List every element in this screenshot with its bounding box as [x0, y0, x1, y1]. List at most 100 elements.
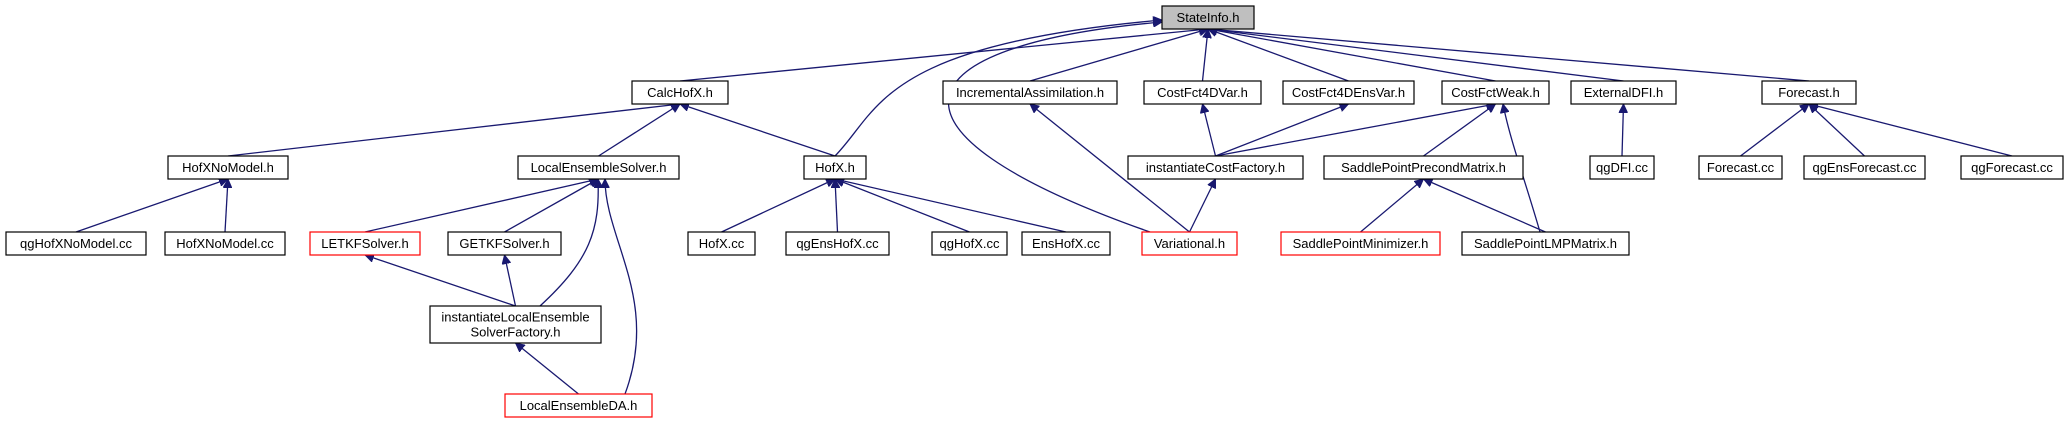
- node-hofxnomodel_cc[interactable]: HofXNoModel.cc: [164, 231, 286, 256]
- node-localensemblesolver[interactable]: LocalEnsembleSolver.h: [517, 155, 680, 180]
- node-label: Forecast.cc: [1707, 160, 1775, 175]
- edge-localensemblesolver-to-calchofx: [598, 103, 681, 157]
- node-box: [167, 155, 289, 180]
- node-variational[interactable]: Variational.h: [1141, 231, 1238, 256]
- node-label: CostFctWeak.h: [1451, 85, 1540, 100]
- edge-calchofx-to-stateinfo: [679, 29, 1208, 82]
- node-qgensforecast[interactable]: qgEnsForecast.cc: [1803, 155, 1926, 180]
- node-label: StateInfo.h: [1177, 10, 1240, 25]
- node-instcostfactory[interactable]: instantiateCostFactory.h: [1127, 155, 1304, 180]
- node-label: HofXNoModel.cc: [176, 236, 274, 251]
- node-box: [785, 231, 890, 256]
- node-saddlepointlmp[interactable]: SaddlePointLMPMatrix.h: [1461, 231, 1630, 256]
- node-letkf[interactable]: LETKFSolver.h: [309, 231, 421, 256]
- node-box: [309, 231, 421, 256]
- node-qghofxnomodel[interactable]: qgHofXNoModel.cc: [5, 231, 147, 256]
- edge-hofx_h-to-calchofx: [680, 104, 836, 157]
- node-box: [687, 231, 756, 256]
- edge-instlocalens-to-localensemblesolver: [539, 179, 598, 307]
- node-box: [1141, 231, 1238, 256]
- node-box: [931, 231, 1008, 256]
- node-saddlepointmin[interactable]: SaddlePointMinimizer.h: [1280, 231, 1441, 256]
- edge-costfct4densvar-to-stateinfo: [1208, 29, 1349, 82]
- node-label: SaddlePointPrecondMatrix.h: [1341, 160, 1506, 175]
- node-box: [1698, 155, 1783, 180]
- edge-variational-to-instcostfactory: [1188, 179, 1217, 233]
- node-box: [1143, 80, 1262, 105]
- node-hofx_h[interactable]: HofX.h: [803, 155, 867, 180]
- node-qgenshofx[interactable]: qgEnsHofX.cc: [785, 231, 890, 256]
- node-box: [164, 231, 286, 256]
- node-qghofx[interactable]: qgHofX.cc: [931, 231, 1008, 256]
- node-label: HofX.h: [815, 160, 855, 175]
- node-label: CostFct4DVar.h: [1157, 85, 1248, 100]
- edge-externaldfi-to-stateinfo: [1208, 29, 1624, 82]
- node-costfctweak[interactable]: CostFctWeak.h: [1441, 80, 1550, 105]
- node-box: [1570, 80, 1677, 105]
- node-localensembleda[interactable]: LocalEnsembleDA.h: [504, 393, 653, 418]
- node-box: [1441, 80, 1550, 105]
- node-costfct4dvar[interactable]: CostFct4DVar.h: [1143, 80, 1262, 105]
- node-box: [1282, 80, 1415, 105]
- node-externaldfi[interactable]: ExternalDFI.h: [1570, 80, 1677, 105]
- node-qgforecast[interactable]: qgForecast.cc: [1960, 155, 2064, 180]
- node-box: [1161, 5, 1255, 30]
- edge-hofxnomodel_cc-to-hofxnomodel_h: [225, 179, 228, 233]
- edge-instlocalens-to-letkf: [365, 255, 516, 307]
- edge-qghofxnomodel-to-hofxnomodel_h: [75, 179, 228, 233]
- node-label: CostFct4DEnsVar.h: [1292, 85, 1405, 100]
- node-box: [1761, 80, 1857, 105]
- node-label: qgEnsForecast.cc: [1812, 160, 1917, 175]
- edge-qgenshofx-to-hofx_h: [835, 179, 838, 233]
- node-incremental[interactable]: IncrementalAssimilation.h: [942, 80, 1118, 105]
- node-label: qgHofX.cc: [940, 236, 1000, 251]
- node-label: LocalEnsembleDA.h: [520, 398, 638, 413]
- node-getkf[interactable]: GETKFSolver.h: [447, 231, 562, 256]
- edge-localensembleda-to-localensemblesolver: [605, 179, 638, 395]
- node-box: [1803, 155, 1926, 180]
- node-box: [1323, 155, 1524, 180]
- node-enshofx[interactable]: EnsHofX.cc: [1021, 231, 1111, 256]
- node-label: SolverFactory.h: [470, 325, 560, 340]
- node-label: ExternalDFI.h: [1584, 85, 1663, 100]
- node-box: [504, 393, 653, 418]
- node-stateinfo[interactable]: StateInfo.h: [1161, 5, 1255, 30]
- node-forecast_h[interactable]: Forecast.h: [1761, 80, 1857, 105]
- edge-qgdfi-to-externaldfi: [1622, 104, 1624, 157]
- edge-instcostfactory-to-costfct4densvar: [1215, 104, 1349, 157]
- edge-instlocalens-to-getkf: [505, 255, 517, 307]
- node-label: qgDFI.cc: [1596, 160, 1649, 175]
- edge-variational-to-stateinfo: [948, 22, 1162, 233]
- edge-letkf-to-localensemblesolver: [364, 179, 599, 233]
- node-box: [429, 305, 602, 344]
- edge-qgforecast-to-forecast_h: [1809, 104, 2013, 157]
- node-hofx_cc[interactable]: HofX.cc: [687, 231, 756, 256]
- node-label: qgForecast.cc: [1971, 160, 2053, 175]
- edge-enshofx-to-hofx_h: [835, 179, 1067, 233]
- node-label: LocalEnsembleSolver.h: [531, 160, 667, 175]
- node-forecast_cc[interactable]: Forecast.cc: [1698, 155, 1783, 180]
- node-qgdfi[interactable]: qgDFI.cc: [1589, 155, 1655, 180]
- edge-saddlepointlmp-to-saddlepointprecond: [1424, 179, 1546, 233]
- node-hofxnomodel_h[interactable]: HofXNoModel.h: [167, 155, 289, 180]
- node-calchofx[interactable]: CalcHofX.h: [631, 80, 729, 105]
- node-box: [631, 80, 729, 105]
- edge-instcostfactory-to-costfct4dvar: [1203, 104, 1217, 157]
- node-box: [1280, 231, 1441, 256]
- edge-hofxnomodel_h-to-calchofx: [227, 104, 680, 157]
- node-box: [447, 231, 562, 256]
- node-label: Variational.h: [1154, 236, 1225, 251]
- node-label: IncrementalAssimilation.h: [956, 85, 1104, 100]
- node-box: [1960, 155, 2064, 180]
- node-saddlepointprecond[interactable]: SaddlePointPrecondMatrix.h: [1323, 155, 1524, 180]
- edge-incremental-to-stateinfo: [1029, 29, 1208, 82]
- node-costfct4densvar[interactable]: CostFct4DEnsVar.h: [1282, 80, 1415, 105]
- node-label: SaddlePointMinimizer.h: [1293, 236, 1429, 251]
- edges-layer: [75, 20, 2013, 395]
- node-box: [5, 231, 147, 256]
- node-label: HofXNoModel.h: [182, 160, 274, 175]
- edge-saddlepointmin-to-saddlepointprecond: [1360, 179, 1424, 233]
